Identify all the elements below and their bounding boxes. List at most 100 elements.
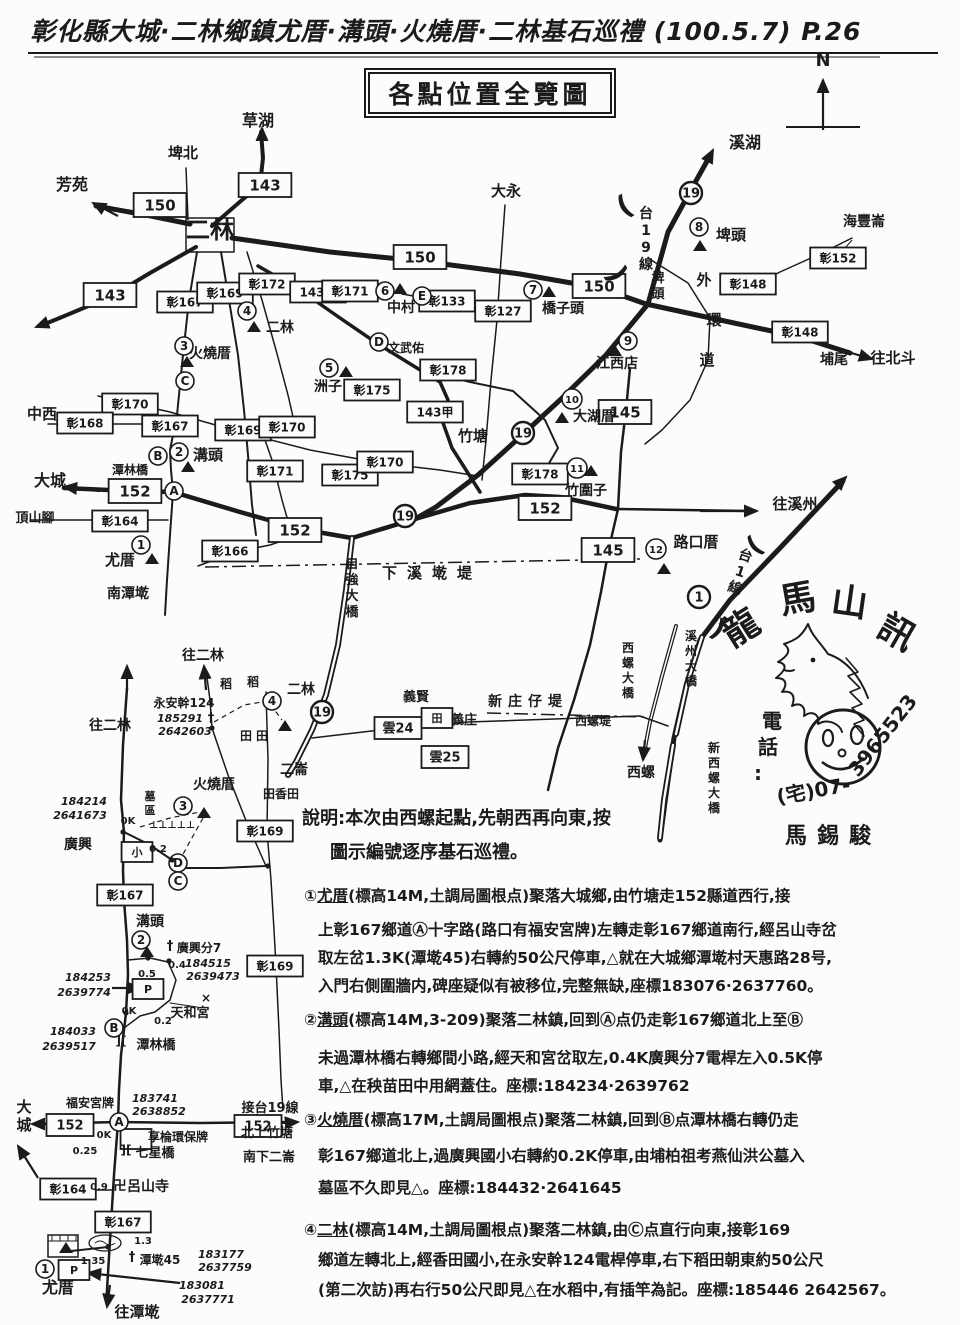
road-badge-: [119, 1128, 153, 1150]
point-marker-4: 4: [262, 691, 282, 711]
road-badge-label: 150: [144, 196, 175, 214]
place-label: 1.35: [81, 1256, 106, 1267]
point-circle: [173, 796, 193, 816]
place-label: 道: [699, 351, 714, 369]
route-143jia: [256, 264, 482, 494]
place-label: 環: [706, 311, 722, 329]
route-shield-number: 19: [313, 706, 331, 721]
road-badge-彰170: 彰170: [101, 392, 159, 416]
road-badge-152: 152: [517, 495, 573, 521]
route-shield-19: 19: [678, 180, 704, 206]
place-label: 呂山寺: [127, 1179, 169, 1195]
road-badge-box: [56, 411, 114, 435]
place-label: 文武佑: [388, 340, 424, 355]
road-badge-彰178: 彰178: [511, 462, 569, 486]
place-label: 185291: [157, 712, 203, 725]
road-badge-143: 143: [237, 172, 293, 198]
arrow-coords-to-p: [85, 1267, 181, 1285]
smiley-icon: [804, 708, 882, 786]
point-circle: [412, 286, 432, 306]
place-label: 0.2: [149, 844, 167, 855]
place-label-char: 螺: [622, 655, 634, 670]
point-number: 9: [624, 334, 632, 348]
road-badge-label: 150: [404, 248, 435, 266]
place-label: 田香田: [263, 786, 299, 801]
place-label-char: 大: [708, 785, 720, 800]
road-badge-label: 彰169: [256, 958, 293, 973]
point-number: C: [181, 374, 190, 388]
place-label: 往溪州: [772, 495, 817, 513]
route-shield-19: 19: [309, 699, 335, 725]
road-badge-152: 152: [107, 478, 163, 504]
place-label-char: 橋: [685, 673, 698, 688]
place-label: 2638852: [132, 1105, 186, 1118]
stamp-phone-label-char: :: [754, 761, 762, 785]
place-label: 往二林: [182, 647, 224, 664]
new-xiluo-bridge-double-inner: [658, 743, 675, 840]
place-label: †: [208, 711, 215, 726]
route-shield-number: 19: [682, 187, 700, 202]
place-label: 1.3: [134, 1236, 152, 1247]
place-label: 2639517: [42, 1040, 96, 1053]
erlin-town-outline: [185, 217, 235, 253]
road-badge-彰171: 彰171: [246, 459, 304, 483]
road-badge-label: 彰167: [104, 1214, 141, 1229]
place-label: 下溪墘堤: [382, 564, 482, 582]
point-marker-C: C: [168, 871, 188, 891]
road-badge-label: 彰170: [268, 419, 305, 434]
point-circle: [237, 301, 257, 321]
place-label: 0K: [97, 1130, 113, 1141]
road-badge-box: [246, 954, 304, 978]
point-marker-6: 6: [375, 281, 395, 301]
place-label-char: 新: [708, 740, 720, 755]
place-label: 2637759: [198, 1261, 252, 1274]
road-badge-label: 彰169: [224, 422, 261, 437]
point-number: 3: [179, 799, 187, 813]
place-label: 火燒厝: [193, 776, 235, 793]
road-badge-彰148: 彰148: [719, 272, 777, 296]
road-badge-label: 彰172: [248, 276, 285, 291]
route-150-beidou: [643, 301, 853, 356]
place-label: 往潭墘: [114, 1303, 159, 1321]
page-title: 彰化縣大城·二林鄉鎮尤厝·溝頭·火燒厝·二林基石巡禮 (100.5.7) P.2…: [30, 17, 862, 46]
inset-path-to-huoshaocuo: [139, 811, 201, 828]
place-label-char: 線: [639, 256, 653, 273]
arrow-inset-tanqian: [102, 1284, 116, 1310]
place-label: 往二林: [89, 717, 131, 734]
road-badge-label: 田: [432, 712, 443, 725]
road-badge-雲25: 雲25: [420, 745, 470, 769]
cemetery-oval-icon: [88, 1234, 122, 1252]
road-badge-小: 小: [120, 841, 154, 863]
inset-yongan-pole-road: [205, 669, 267, 867]
point-circle: [618, 331, 638, 351]
road-badge-152: 152: [233, 1114, 283, 1138]
place-label: 田: [240, 729, 252, 743]
road-badge-box: [356, 450, 414, 474]
summit-triangle: [140, 946, 154, 957]
road-badge-box: [719, 272, 777, 296]
place-label: 2642603: [158, 725, 212, 738]
point-circle: [375, 281, 395, 301]
road-badge-box: [120, 841, 154, 863]
road-badge-box: [101, 392, 159, 416]
place-label: 洲子: [314, 379, 342, 395]
route-152-19-overlap: [412, 492, 619, 522]
place-label: 竹圍子: [564, 482, 607, 499]
road-badge-box: [131, 978, 165, 1000]
place-label: 路口厝: [673, 533, 718, 551]
point-number: 4: [243, 304, 251, 318]
place-label-char: 西: [708, 756, 720, 770]
place-label: 橋子頭: [542, 300, 585, 317]
road-badge-label: 彰169: [206, 285, 243, 300]
road-badge-box: [258, 415, 316, 439]
place-label-char: 橋: [622, 685, 635, 700]
road-badge-label: 彰164: [101, 513, 138, 528]
place-label: 二林: [287, 681, 315, 698]
arrow-dacheng-152: [61, 481, 101, 496]
point-marker-11: 11: [566, 457, 588, 479]
place-label: 2639473: [186, 970, 240, 983]
road-badge-彰169: 彰169: [246, 954, 304, 978]
place-label: 廣興分7: [177, 940, 221, 955]
point-circle: [104, 1018, 124, 1038]
